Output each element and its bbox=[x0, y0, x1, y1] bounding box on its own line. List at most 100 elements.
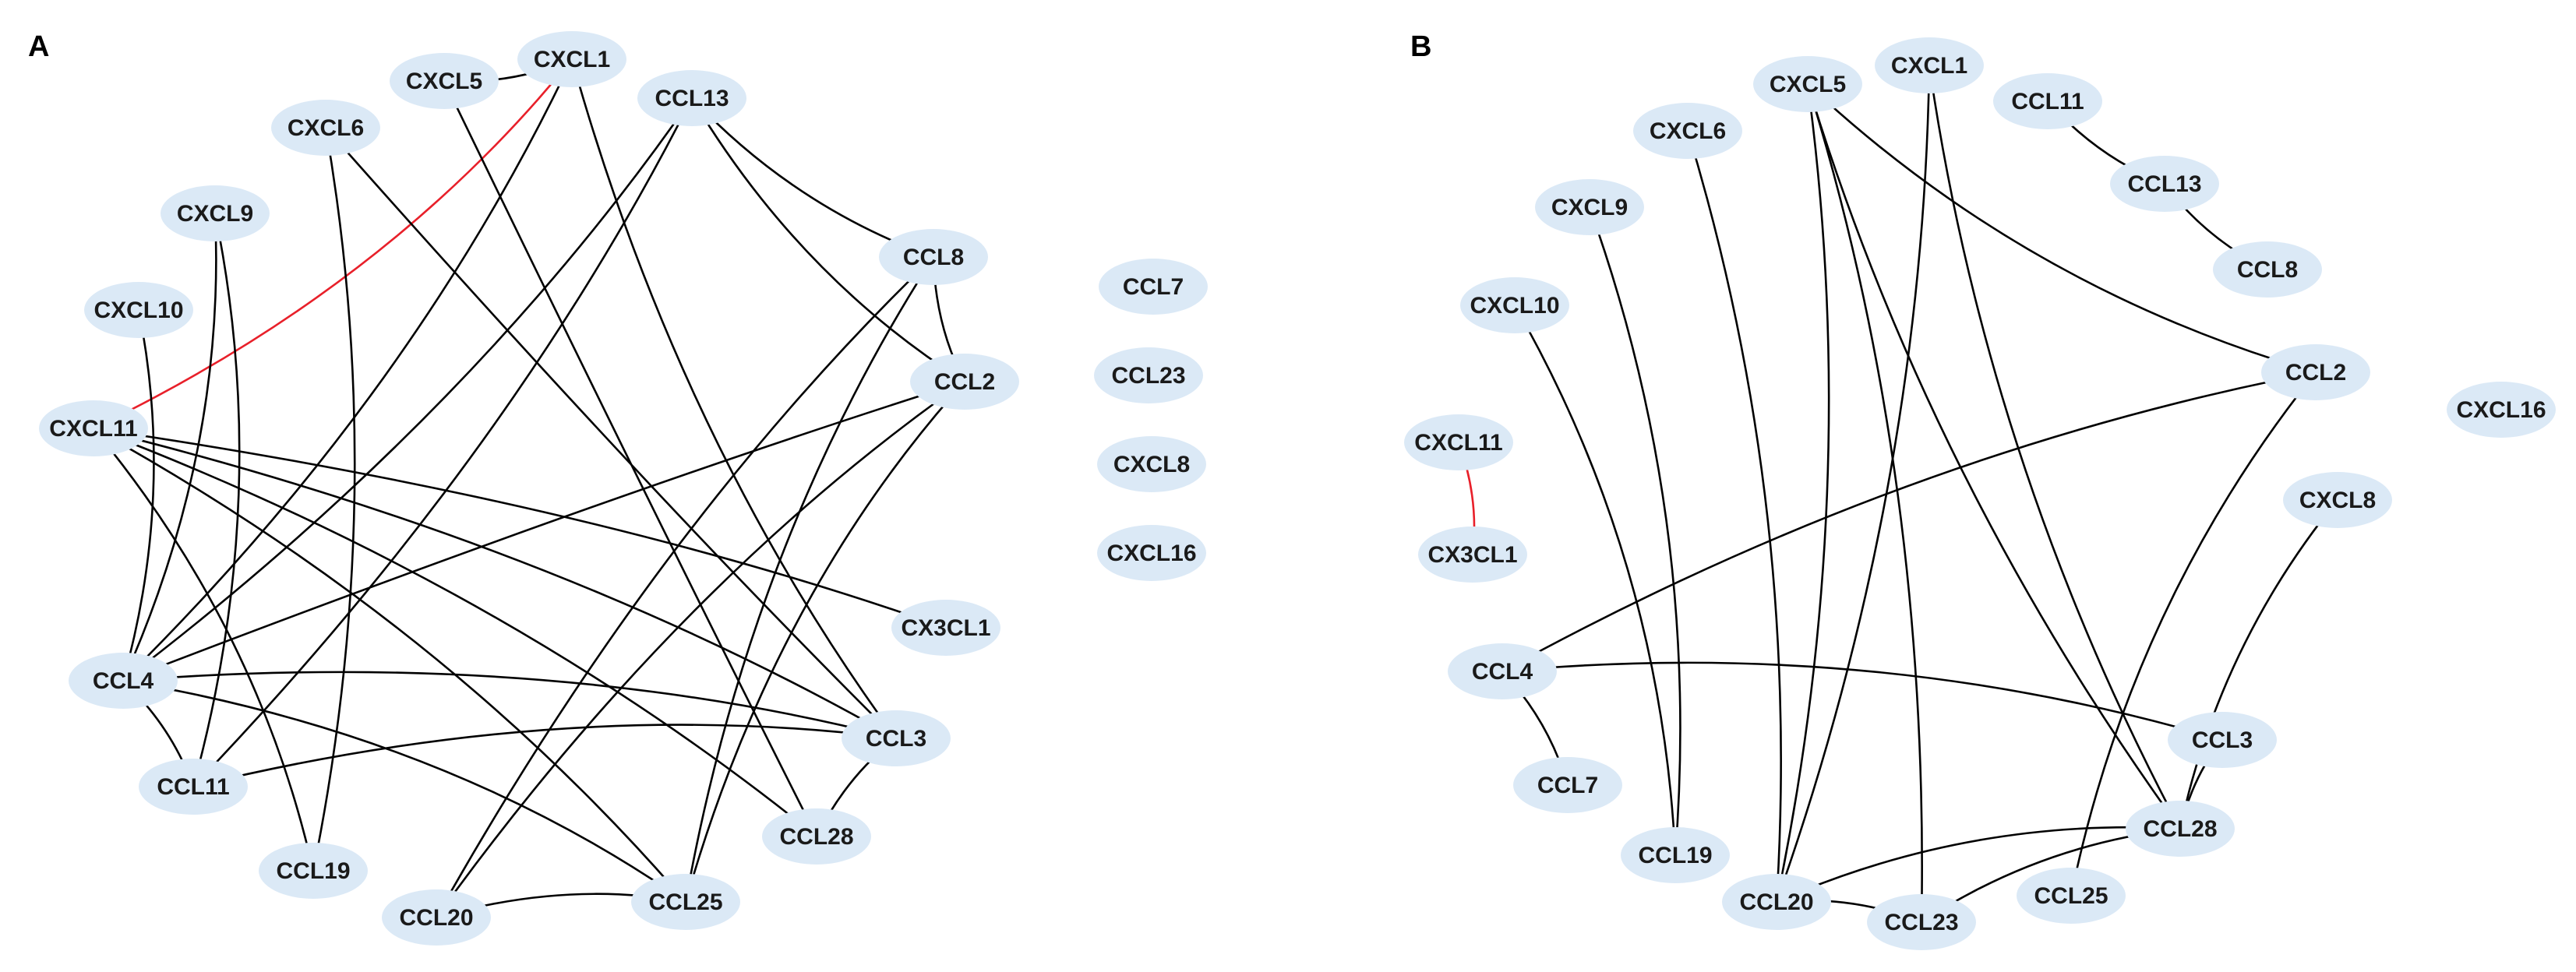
panel-a-edge-cxcl1-ccl4 bbox=[122, 58, 573, 681]
panel-a-node-ccl2-ellipse bbox=[910, 354, 1019, 410]
panel-a-edge-cxcl10-ccl4 bbox=[122, 309, 155, 681]
panel-b-node-cxcl10-ellipse bbox=[1460, 277, 1569, 333]
panel-a: A CXCL5CXCL1CXCL6CCL13CXCL9CCL8CXCL10CCL… bbox=[28, 30, 1208, 946]
panel-a-node-cxcl10-ellipse bbox=[84, 282, 193, 338]
panel-a-node-cxcl10: CXCL10 bbox=[84, 282, 193, 338]
panel-a-node-ccl8-ellipse bbox=[879, 229, 988, 285]
panel-b-node-ccl20-ellipse bbox=[1722, 874, 1831, 930]
panel-a-edge-ccl8-ccl25 bbox=[684, 256, 935, 903]
panel-a-edge-ccl2-ccl20 bbox=[435, 380, 965, 918]
panel-a-node-ccl3: CCL3 bbox=[842, 710, 951, 766]
panel-a-node-cxcl11-label: CXCL11 bbox=[49, 416, 137, 442]
panel-a-node-cxcl6: CXCL6 bbox=[271, 100, 380, 156]
panel-b-node-ccl13-ellipse bbox=[2110, 156, 2219, 212]
panel-b-node-ccl3: CCL3 bbox=[2168, 712, 2277, 768]
panel-b-node-ccl4-ellipse bbox=[1448, 643, 1557, 699]
panel-a-node-cxcl16-ellipse bbox=[1097, 525, 1206, 581]
panel-a-node-cxcl9-label: CXCL9 bbox=[177, 201, 253, 227]
panel-b-edge-cxcl5-ccl2 bbox=[1807, 83, 2317, 374]
panel-b-edge-cxcl1-ccl28 bbox=[1928, 65, 2182, 829]
panel-a-node-ccl20-ellipse bbox=[382, 889, 491, 946]
panel-a-node-ccl23-label: CCL23 bbox=[1111, 363, 1185, 389]
panel-b-node-cxcl5-label: CXCL5 bbox=[1770, 72, 1846, 97]
panel-b-edge-cxcl5-ccl20 bbox=[1775, 83, 1830, 903]
panel-b-node-cxcl1: CXCL1 bbox=[1875, 37, 1984, 93]
panel-b-node-ccl13-label: CCL13 bbox=[2127, 171, 2201, 197]
panel-a-node-cxcl1-label: CXCL1 bbox=[534, 47, 610, 72]
panel-a-node-ccl13-ellipse bbox=[637, 70, 746, 126]
panel-a-node-ccl4: CCL4 bbox=[69, 653, 178, 709]
panel-b-node-ccl20-label: CCL20 bbox=[1739, 889, 1813, 915]
panel-b-node-ccl3-ellipse bbox=[2168, 712, 2277, 768]
panel-b-node-cxcl6-label: CXCL6 bbox=[1650, 118, 1726, 144]
panel-a-node-cx3cl1-ellipse bbox=[891, 600, 1000, 656]
panel-a-node-cxcl6-label: CXCL6 bbox=[288, 115, 364, 141]
panel-b-node-cxcl11: CXCL11 bbox=[1404, 414, 1513, 470]
panel-b-node-cxcl11-ellipse bbox=[1404, 414, 1513, 470]
panel-b-node-cxcl16-label: CXCL16 bbox=[2456, 397, 2546, 423]
panel-a-node-ccl23: CCL23 bbox=[1094, 347, 1203, 403]
panel-a-node-cx3cl1-label: CX3CL1 bbox=[901, 615, 990, 641]
panel-a-node-cxcl16: CXCL16 bbox=[1097, 525, 1206, 581]
panel-b-edge-ccl2-ccl25 bbox=[2070, 372, 2317, 896]
panel-b-edge-cxcl9-ccl19 bbox=[1588, 206, 1681, 856]
panel-a-node-ccl20: CCL20 bbox=[382, 889, 491, 946]
panel-b-node-ccl23-ellipse bbox=[1867, 894, 1976, 950]
panel-b-node-ccl19-ellipse bbox=[1621, 827, 1730, 883]
panel-a-node-ccl28-ellipse bbox=[762, 808, 871, 865]
panel-b-node-cxcl9: CXCL9 bbox=[1535, 179, 1644, 235]
panel-a-node-ccl11-ellipse bbox=[139, 759, 248, 815]
panel-a-node-ccl20-label: CCL20 bbox=[399, 905, 473, 931]
panel-b-node-cxcl1-label: CXCL1 bbox=[1891, 53, 1967, 79]
panel-a-node-cxcl1-ellipse bbox=[517, 31, 626, 87]
panel-b-node-ccl13: CCL13 bbox=[2110, 156, 2219, 212]
panel-a-edge-cxcl11-ccl28 bbox=[93, 427, 817, 838]
panel-b-node-ccl25: CCL25 bbox=[2017, 868, 2126, 924]
panel-a-edge-cxcl5-ccl28 bbox=[443, 80, 818, 837]
panel-a-node-cxcl11: CXCL11 bbox=[39, 400, 148, 456]
panel-b-edge-cxcl6-ccl20 bbox=[1686, 130, 1782, 903]
panel-b-node-ccl28: CCL28 bbox=[2126, 801, 2235, 857]
panel-b-node-ccl19: CCL19 bbox=[1621, 827, 1730, 883]
panel-a-node-ccl28: CCL28 bbox=[762, 808, 871, 865]
panel-a-node-cxcl5-ellipse bbox=[390, 53, 499, 109]
panel-a-node-ccl25: CCL25 bbox=[631, 874, 740, 930]
panel-a-node-cxcl16-label: CXCL16 bbox=[1106, 541, 1196, 566]
panel-b-node-cxcl8-ellipse bbox=[2283, 472, 2392, 528]
panel-a-edge-cxcl11-cx3cl1 bbox=[93, 427, 947, 629]
panel-a-edge-cxcl6-ccl3 bbox=[325, 127, 897, 739]
panel-b-node-cxcl8-label: CXCL8 bbox=[2299, 488, 2376, 513]
panel-b-node-cxcl6: CXCL6 bbox=[1633, 103, 1742, 159]
panel-a-node-cxcl11-ellipse bbox=[39, 400, 148, 456]
panel-a-edges bbox=[92, 58, 966, 919]
panel-b-node-cxcl5: CXCL5 bbox=[1753, 56, 1862, 112]
panel-b-node-ccl25-ellipse bbox=[2017, 868, 2126, 924]
panel-b-nodes: CXCL5CXCL1CCL11CXCL6CCL13CXCL9CCL8CXCL10… bbox=[1404, 37, 2556, 950]
panel-b-node-cx3cl1-label: CX3CL1 bbox=[1427, 542, 1517, 568]
panel-b-node-ccl8: CCL8 bbox=[2213, 241, 2322, 298]
panel-b-edge-ccl2-ccl4 bbox=[1501, 371, 2317, 673]
panel-a-node-ccl2-label: CCL2 bbox=[934, 369, 995, 395]
panel-a-node-ccl13-label: CCL13 bbox=[655, 86, 729, 111]
panel-a-node-cxcl9: CXCL9 bbox=[161, 185, 270, 241]
panel-b-node-cxcl16: CXCL16 bbox=[2447, 382, 2556, 438]
panel-b-node-ccl20: CCL20 bbox=[1722, 874, 1831, 930]
panel-b-node-cxcl16-ellipse bbox=[2447, 382, 2556, 438]
panel-a-node-ccl13: CCL13 bbox=[637, 70, 746, 126]
panel-b-node-ccl4: CCL4 bbox=[1448, 643, 1557, 699]
panel-b-edge-cxcl8-ccl28 bbox=[2179, 499, 2339, 829]
panel-a-edge-cxcl11-ccl25 bbox=[93, 427, 686, 903]
panel-b-edge-ccl28-ccl20 bbox=[1776, 826, 2181, 903]
panel-a-node-ccl8: CCL8 bbox=[879, 229, 988, 285]
panel-a-node-ccl4-ellipse bbox=[69, 653, 178, 709]
panel-b-node-cx3cl1-ellipse bbox=[1418, 526, 1527, 583]
panel-a-node-ccl19: CCL19 bbox=[259, 843, 368, 899]
panel-a-node-ccl19-ellipse bbox=[259, 843, 368, 899]
panel-a-node-ccl7-label: CCL7 bbox=[1123, 274, 1184, 300]
panel-b-node-cxcl9-ellipse bbox=[1535, 179, 1644, 235]
panel-b-node-ccl11-label: CCL11 bbox=[2011, 89, 2084, 114]
panel-b-node-ccl3-label: CCL3 bbox=[2192, 727, 2253, 753]
panel-a-edge-cxcl1-ccl3 bbox=[570, 58, 898, 739]
panel-a-node-cxcl6-ellipse bbox=[271, 100, 380, 156]
